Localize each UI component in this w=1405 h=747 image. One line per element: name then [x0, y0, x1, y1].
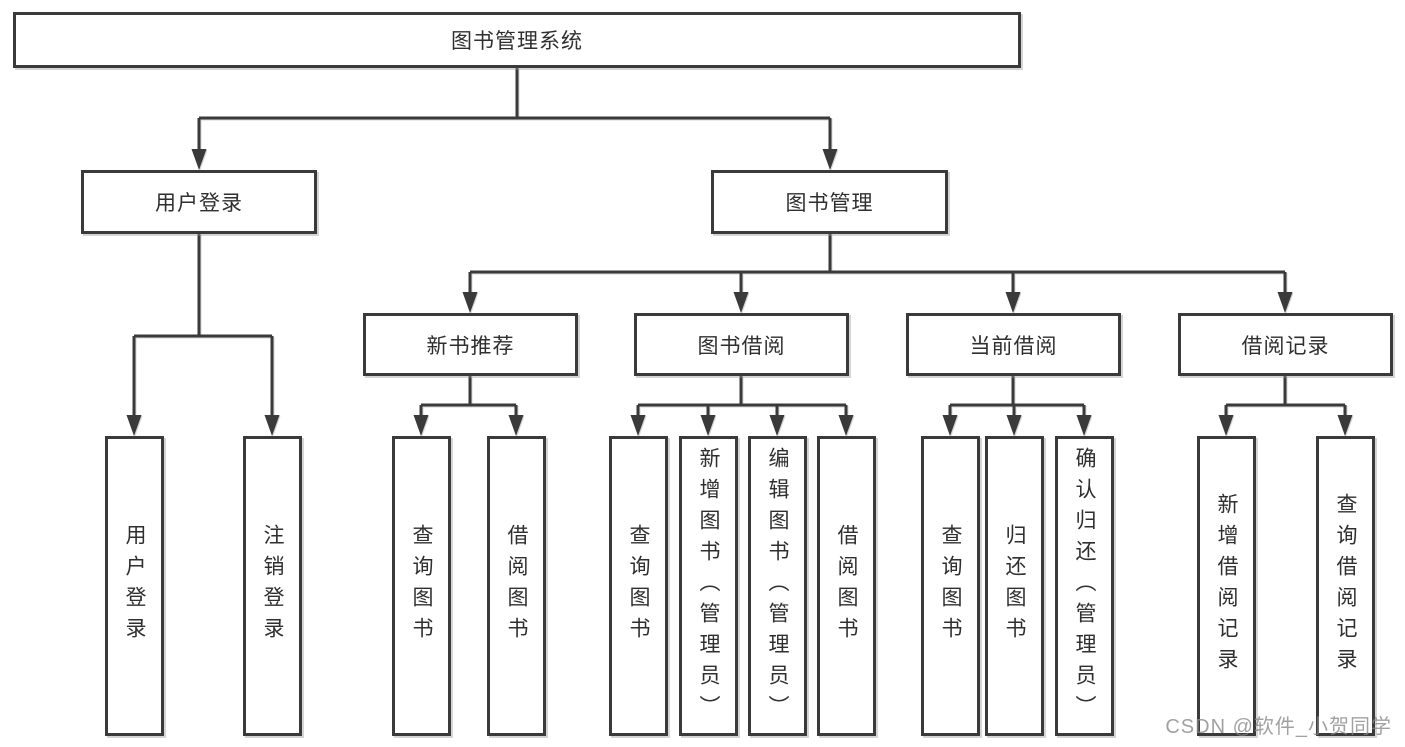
connector-root-to-level2 — [191, 68, 838, 170]
csdn-watermark: CSDN @软件_小贺同学 — [1165, 716, 1392, 738]
leaf-add-book-admin: 新增图书（管理员） — [679, 436, 738, 736]
leaf-query-books-borrow: 查询图书 — [609, 436, 668, 736]
leaf-user-login: 用户登录 — [105, 436, 164, 736]
node-current-borrow: 当前借阅 — [906, 313, 1121, 376]
connector-book-borrow-children — [630, 376, 854, 436]
node-book-management: 图书管理 — [711, 170, 948, 234]
leaf-edit-book-admin: 编辑图书（管理员） — [748, 436, 807, 736]
leaf-confirm-return-admin: 确认归还（管理员） — [1055, 436, 1114, 736]
connector-new-book-recommend-children — [413, 376, 524, 436]
node-book-borrow: 图书借阅 — [634, 313, 849, 376]
node-root: 图书管理系统 — [13, 12, 1021, 68]
leaf-query-books-recommend: 查询图书 — [392, 436, 451, 736]
leaf-borrow-books: 借阅图书 — [817, 436, 876, 736]
connector-user-login-children — [126, 234, 280, 436]
connector-book-management-children — [462, 234, 1293, 313]
leaf-logout: 注销登录 — [243, 436, 302, 736]
leaf-return-book: 归还图书 — [985, 436, 1044, 736]
connector-current-borrow-children — [942, 376, 1092, 436]
connector-borrow-records-children — [1218, 376, 1353, 436]
node-user-login: 用户登录 — [81, 170, 317, 234]
node-borrow-records: 借阅记录 — [1178, 313, 1393, 376]
leaf-add-borrow-record: 新增借阅记录 — [1197, 436, 1256, 736]
leaf-query-borrow-record: 查询借阅记录 — [1316, 436, 1375, 736]
leaf-query-books-current: 查询图书 — [921, 436, 980, 736]
leaf-borrow-books-recommend: 借阅图书 — [487, 436, 546, 736]
node-new-book-recommend: 新书推荐 — [363, 313, 578, 376]
